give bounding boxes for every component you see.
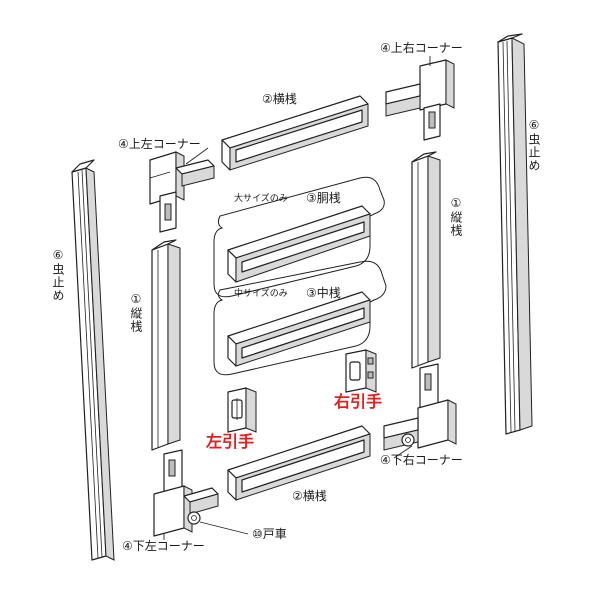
label-right-weatherstrip: ⑥虫止め <box>527 118 541 172</box>
right-stile-part <box>411 151 441 369</box>
label-right-handle: 右引手 <box>334 392 383 411</box>
label-mid-bar: ③胴桟 <box>306 191 341 205</box>
label-top-rail: ②横桟 <box>262 92 297 106</box>
center-bar-part <box>227 291 371 367</box>
lower-left-corner-part <box>153 449 219 537</box>
label-left-stile: ①縦桟 <box>129 292 143 333</box>
label-door-roller: ⑩戸車 <box>252 527 287 541</box>
label-center-bar: ③中桟 <box>306 286 341 300</box>
right-handle-part <box>345 349 377 393</box>
upper-right-corner-part <box>385 59 455 141</box>
label-bottom-rail: ②横桟 <box>292 489 327 503</box>
top-rail-part <box>221 95 369 171</box>
label-left-weatherstrip: ⑥虫止め <box>51 248 65 302</box>
label-lower-left-corner: ④下左コーナー <box>122 539 205 553</box>
label-upper-right-corner: ④上右コーナー <box>380 41 463 55</box>
label-left-handle: 左引手 <box>206 432 255 451</box>
label-center-bar-note: 中サイズのみ <box>234 289 288 299</box>
upper-left-corner-part <box>149 151 215 233</box>
right-weatherstrip-part <box>497 33 533 435</box>
bottom-rail-part <box>227 425 371 501</box>
label-lower-right-corner: ④下右コーナー <box>380 453 463 467</box>
left-weatherstrip-part <box>71 159 115 561</box>
lower-right-corner-part <box>383 363 457 451</box>
leader-lines <box>163 56 431 540</box>
label-upper-left-corner: ④上左コーナー <box>118 137 201 151</box>
mid-bar-part <box>227 205 371 283</box>
label-mid-bar-note: 大サイズのみ <box>234 194 288 204</box>
left-stile-part <box>151 239 181 451</box>
left-handle-part <box>227 387 257 433</box>
label-right-stile: ①縦桟 <box>449 196 463 237</box>
